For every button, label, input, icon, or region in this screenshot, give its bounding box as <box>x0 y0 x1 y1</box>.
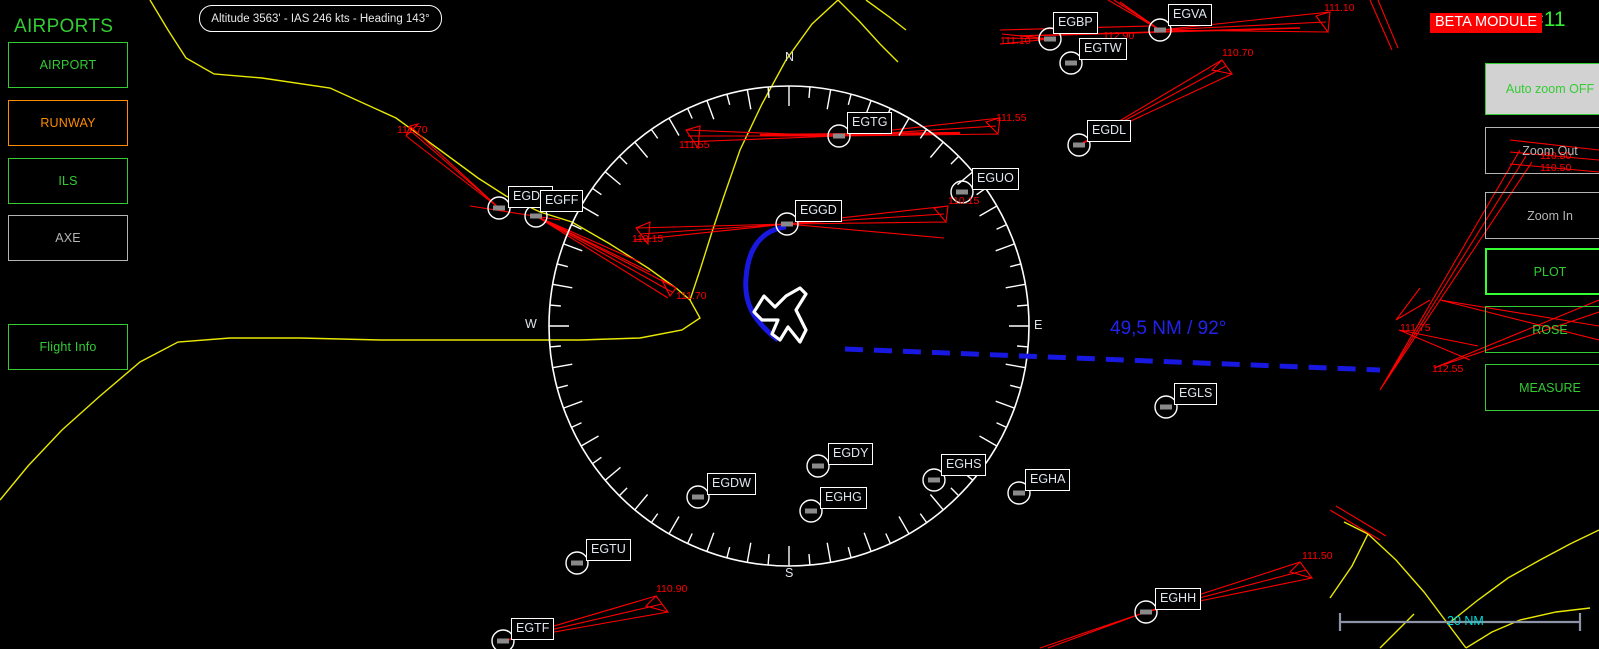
ils-frequency-label: 110.15 <box>948 195 980 207</box>
airport-label[interactable]: EGHH <box>1155 588 1202 610</box>
measure-toggle-button[interactable]: MEASURE <box>1485 364 1599 411</box>
airport-label[interactable]: EGGD <box>795 200 842 222</box>
runway-glyph <box>1073 142 1085 148</box>
ils-cone-layer <box>405 0 1599 649</box>
zoom-out-button[interactable]: Zoom Out <box>1485 127 1599 174</box>
airport-label[interactable]: EGUO <box>972 168 1019 190</box>
plot-toggle-button[interactable]: PLOT <box>1485 248 1599 295</box>
runway-glyph <box>497 638 509 644</box>
compass-cardinal-s: S <box>785 566 794 580</box>
ils-frequency-label: 111.70 <box>397 124 428 136</box>
ils-frequency-label: 112.55 <box>1432 363 1464 375</box>
airport-dot[interactable] <box>565 551 589 575</box>
runway-glyph <box>1044 36 1056 42</box>
airport-toggle-button[interactable]: AIRPORT <box>8 42 128 88</box>
ils-frequency-label: 110.70 <box>1222 47 1254 59</box>
auto-zoom-toggle-button[interactable]: Auto zoom OFF <box>1485 63 1599 115</box>
airport-dot[interactable] <box>827 124 851 148</box>
compass-rose <box>548 85 1030 567</box>
airport-label[interactable]: EGDL <box>1087 120 1132 142</box>
airport-dot[interactable] <box>1038 27 1062 51</box>
compass-cardinal-e: E <box>1034 318 1043 332</box>
airport-dot[interactable] <box>950 180 974 204</box>
compass-cardinal-n: N <box>785 50 795 64</box>
airport-dot[interactable] <box>1148 18 1172 42</box>
airport-dot[interactable] <box>922 468 946 492</box>
airport-label[interactable]: EGVA <box>1168 4 1212 26</box>
ils-frequency-label: 110.50 <box>1540 162 1572 174</box>
ils-frequency-label: 111.55 <box>996 112 1027 124</box>
airport-label[interactable]: EGLS <box>1174 383 1218 405</box>
axe-toggle-button[interactable]: AXE <box>8 215 128 261</box>
scale-bar <box>1338 613 1582 631</box>
airport-dot[interactable] <box>487 196 511 220</box>
airport-label[interactable]: EGHG <box>820 487 867 509</box>
runway-glyph <box>1160 404 1172 410</box>
runway-glyph <box>956 189 968 195</box>
runway-glyph <box>1154 27 1166 33</box>
airport-dot[interactable] <box>1134 600 1158 624</box>
ils-frequency-label: 112.90 <box>1103 30 1135 42</box>
airport-label[interactable]: EGDY <box>828 443 874 465</box>
compass-cardinal-w: W <box>525 317 537 331</box>
airport-dot[interactable] <box>1067 133 1091 157</box>
flight-info-readout: Altitude 3563' - IAS 246 kts - Heading 1… <box>199 5 442 32</box>
ils-frequency-label: 110.15 <box>632 233 664 245</box>
rose-toggle-button[interactable]: ROSE <box>1485 306 1599 353</box>
runway-glyph <box>812 463 824 469</box>
airport-dot[interactable] <box>686 485 710 509</box>
airport-label[interactable]: EGHA <box>1025 469 1071 491</box>
airport-label[interactable]: EGTF <box>511 618 555 640</box>
ils-frequency-label: 110.90 <box>656 583 688 595</box>
airport-dot[interactable] <box>799 499 823 523</box>
airport-label[interactable]: EGFF <box>540 190 584 212</box>
runway-glyph <box>530 213 542 219</box>
runway-glyph <box>1140 609 1152 615</box>
measure-line <box>844 346 1381 373</box>
airport-label[interactable]: EGDW <box>707 473 756 495</box>
airport-label[interactable]: EGTW <box>1079 38 1127 60</box>
runway-toggle-button[interactable]: RUNWAY <box>8 100 128 146</box>
runway-glyph <box>1065 60 1077 66</box>
airport-label[interactable]: EGTU <box>586 539 631 561</box>
airport-label[interactable]: EGTG <box>847 112 893 134</box>
scale-bar-label: 20 NM <box>1447 614 1484 628</box>
beta-module-badge: BETA MODULE <box>1430 13 1543 33</box>
ils-frequency-label: 111.70 <box>676 290 707 302</box>
zoom-in-button[interactable]: Zoom In <box>1485 192 1599 239</box>
runway-glyph <box>1013 490 1025 496</box>
airport-dot-layer <box>487 18 1178 649</box>
planned-track <box>743 224 787 342</box>
airports-panel-title: AIRPORTS <box>14 16 114 37</box>
runway-glyph <box>571 560 583 566</box>
ils-toggle-button[interactable]: ILS <box>8 158 128 204</box>
view-controls-panel: BETA MODULE m=11 Auto zoom OFF Zoom Out … <box>1419 0 1599 649</box>
airport-dot[interactable] <box>491 629 515 649</box>
runway-glyph <box>493 205 505 211</box>
airport-dot[interactable] <box>806 454 830 478</box>
flight-info-toggle-button[interactable]: Flight Info <box>8 324 128 370</box>
airport-label[interactable]: EGHS <box>941 454 987 476</box>
runway-glyph <box>805 508 817 514</box>
runway-glyph <box>928 477 940 483</box>
runway-glyph <box>781 221 793 227</box>
airport-dot[interactable] <box>1154 395 1178 419</box>
ils-frequency-label: 111.10 <box>1324 2 1355 14</box>
ils-frequency-label: 110.50 <box>1540 150 1572 162</box>
runway-glyph <box>692 494 704 500</box>
airport-dot[interactable] <box>1007 481 1031 505</box>
airports-panel: AIRPORTS AIRPORT RUNWAY ILS AXE Flight I… <box>0 0 140 649</box>
ils-frequency-label: 111.10 <box>1000 35 1031 47</box>
own-aircraft-symbol <box>752 286 808 344</box>
runway-glyph <box>833 133 845 139</box>
airport-dot[interactable] <box>775 212 799 236</box>
airport-dot[interactable] <box>1059 51 1083 75</box>
airport-label[interactable]: EGBP <box>1053 12 1098 34</box>
ils-frequency-label: 111.55 <box>679 139 710 151</box>
ils-frequency-label: 111.50 <box>1302 550 1333 562</box>
measure-range-readout: 49,5 NM / 92° <box>1110 318 1227 339</box>
ils-frequency-label: 111.75 <box>1400 322 1431 334</box>
